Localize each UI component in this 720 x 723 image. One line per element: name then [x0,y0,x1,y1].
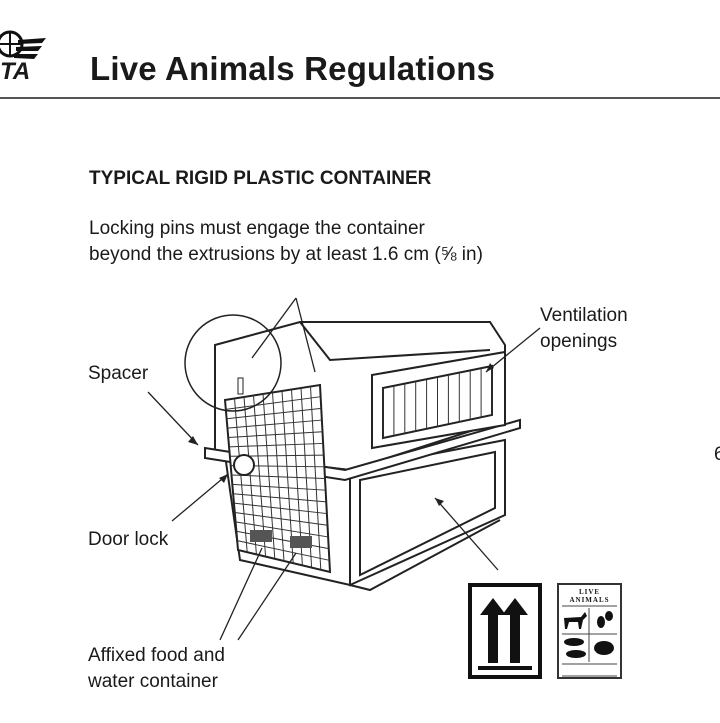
fish-icon [564,638,584,646]
turtle-icon [594,641,614,655]
label-line: openings [540,331,618,352]
animal-icons [562,605,617,677]
bird-icon [597,616,605,628]
logo-text: TA [0,58,31,85]
header-divider [0,97,720,99]
label-line: Affixed food and [88,645,225,666]
label-spacer: Spacer [88,363,149,384]
margin-text: 6 [714,444,720,465]
label-line: Ventilation [540,305,628,326]
label-ventilation: Ventilation openings [540,303,628,355]
description-line: beyond the extrusions by at least 1.6 cm… [89,244,483,265]
description-line: Locking pins must engage the container [89,218,425,239]
label-door-lock: Door lock [88,529,169,550]
page-title: Live Animals Regulations [90,50,496,87]
section-heading: TYPICAL RIGID PLASTIC CONTAINER [89,168,432,189]
dog-icon [564,612,587,629]
label-food-water: Affixed food and water container [88,643,225,695]
iata-logo-icon [0,30,46,59]
section-description: Locking pins must engage the container b… [89,216,483,268]
live-animals-label: LIVE ANIMALS [557,583,622,679]
label-line: water container [88,671,218,692]
this-way-up-label-icon [468,583,542,679]
live-animals-label-text: LIVE ANIMALS [569,588,610,604]
